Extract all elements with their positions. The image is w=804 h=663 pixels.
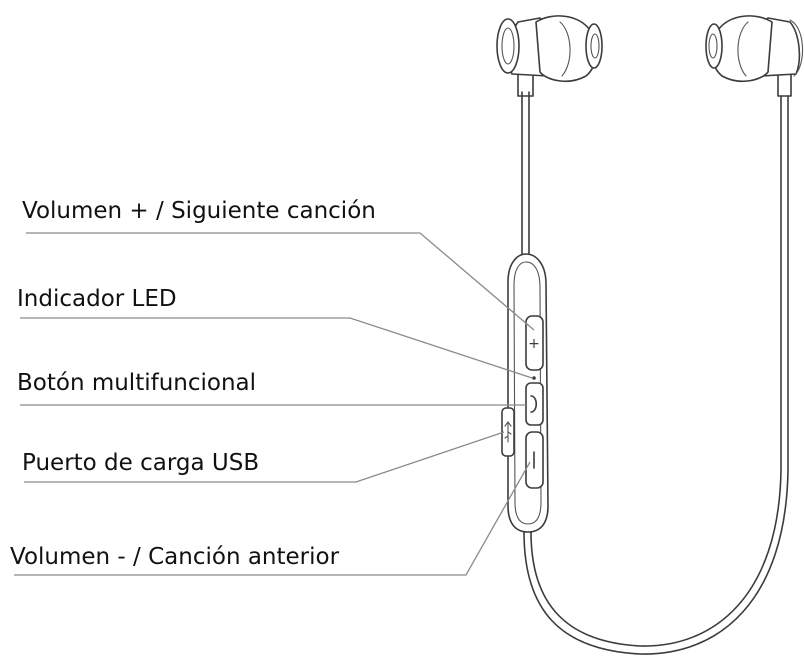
- leader-led: [20, 317, 533, 379]
- label-led-indicator: Indicador LED: [17, 286, 177, 312]
- led-indicator-dot: [532, 376, 536, 380]
- label-multifunction: Botón multifuncional: [17, 370, 257, 396]
- neck-cable-outer: [523, 95, 789, 655]
- phone-icon: [530, 395, 538, 413]
- usb-icon: [504, 421, 512, 443]
- label-volume-up: Volumen + / Siguiente canción: [22, 198, 376, 224]
- label-volume-down: Volumen - / Canción anterior: [10, 544, 340, 570]
- neck-cable-inner: [530, 95, 782, 647]
- volume-up-button: [525, 315, 544, 371]
- multifunction-button: [525, 382, 544, 426]
- leader-usb: [24, 431, 505, 483]
- remote-body-edge: [513, 261, 542, 525]
- leader-volume-down: [14, 461, 531, 576]
- leader-volume-up: [26, 232, 535, 331]
- plus-icon: +: [528, 336, 540, 352]
- inline-remote: +: [501, 253, 549, 533]
- right-earbud: [705, 15, 804, 97]
- left-earbud: [496, 15, 603, 97]
- label-usb-port: Puerto de carga USB: [22, 450, 260, 476]
